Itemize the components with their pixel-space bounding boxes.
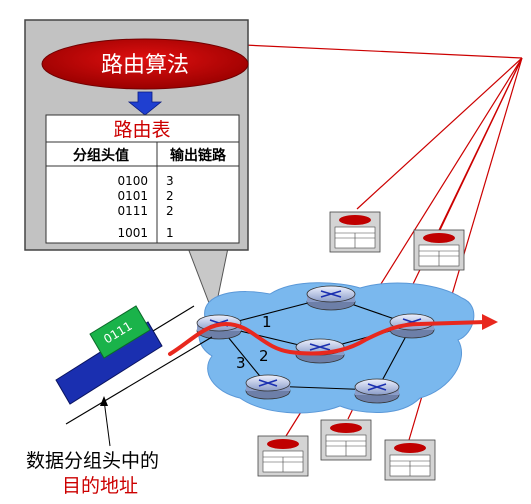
routing-algorithm-label: 路由算法: [101, 53, 189, 78]
router-icon: [196, 314, 242, 340]
caption-line-2: 目的地址: [62, 475, 139, 497]
table-cell-header: 0100: [117, 174, 148, 188]
link-label: 3: [236, 354, 246, 372]
route-path: [168, 320, 488, 356]
down-arrow-icon: [127, 91, 163, 116]
routing-algorithm-oval: [41, 38, 249, 90]
routing-table-icon: [413, 229, 465, 271]
table-cell-link: 1: [166, 226, 174, 240]
table-cell-link: 3: [166, 174, 174, 188]
router-icon: [306, 285, 356, 311]
column-header-packet-value: 分组头值: [73, 147, 129, 164]
routing-panel: 路由算法 路由表 分组头值 输出链路 0100 3 0101 2 0111 2 …: [24, 19, 249, 251]
table-cell-header: 1001: [117, 226, 148, 240]
routing-table-title: 路由表: [113, 119, 170, 141]
table-cell-header: 0111: [117, 204, 148, 218]
caption-line-1: 数据分组头中的: [26, 450, 160, 472]
router-icon: [245, 374, 291, 400]
link-label: 2: [259, 347, 269, 365]
router-icon: [354, 378, 400, 404]
packet-icon: 0111: [55, 305, 213, 447]
routing-table-icon: [384, 439, 436, 481]
table-cell-link: 2: [166, 204, 174, 218]
column-header-output-link: 输出链路: [170, 147, 227, 164]
table-cell-header: 0101: [117, 189, 148, 203]
routing-table-icon: [257, 435, 309, 477]
routing-table: 路由表 分组头值 输出链路 0100 3 0101 2 0111 2 1001 …: [45, 114, 240, 244]
table-cell-link: 2: [166, 189, 174, 203]
link-label: 1: [262, 313, 272, 331]
pointer-arrow-icon: [100, 396, 108, 406]
routing-table-icon: [329, 211, 381, 253]
routing-table-icon: [320, 419, 372, 461]
route-arrow-head: [482, 314, 498, 330]
